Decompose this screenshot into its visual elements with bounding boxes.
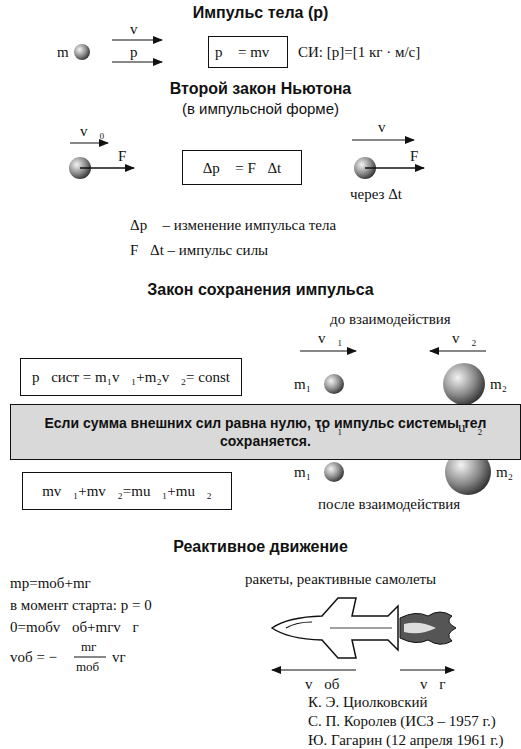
velocity-arrow bbox=[70, 142, 108, 143]
velocity-arrow bbox=[352, 139, 414, 140]
body-ball bbox=[324, 462, 344, 482]
velocity-arrow bbox=[400, 669, 454, 670]
application-text: ракеты, реактивные самолеты bbox=[245, 570, 436, 588]
section-subheading: (в импульсной форме) bbox=[0, 100, 521, 118]
force-arrow bbox=[365, 167, 424, 168]
body-ball bbox=[443, 363, 485, 405]
vector-label: v⃗₁ bbox=[318, 329, 342, 347]
mass-label: m₂ bbox=[496, 463, 513, 481]
definition-text: Δp⃗ – изменение импульса тела bbox=[130, 216, 336, 234]
section-heading: Второй закон Ньютона bbox=[0, 80, 521, 98]
box-text: Δp⃗ = F⃗Δt bbox=[203, 159, 282, 177]
box-text: mv⃗₁+mv⃗₂=mu⃗₁+mu⃗₂ bbox=[42, 482, 212, 500]
formula-text: vг bbox=[112, 648, 126, 666]
section-heading: Закон сохранения импульса bbox=[0, 281, 521, 299]
fraction-numerator: mг bbox=[81, 638, 96, 656]
mass-label: m₁ bbox=[294, 463, 311, 481]
formula-box: Δp⃗ = F⃗Δt bbox=[182, 150, 302, 185]
mass-label: m bbox=[57, 43, 69, 61]
formula-text: в момент старта: p = 0 bbox=[10, 596, 152, 614]
velocity-arrow bbox=[272, 669, 356, 670]
velocity-arrow bbox=[112, 39, 162, 40]
velocity-arrow bbox=[430, 350, 486, 351]
force-arrow bbox=[80, 167, 134, 168]
vector-label: p⃗ bbox=[130, 43, 149, 61]
rocket-flame-core bbox=[404, 623, 436, 634]
vector-label: v⃗г bbox=[420, 675, 445, 693]
section-heading: Импульс тела (p) bbox=[0, 4, 521, 22]
formula-text: 0=mобv⃗об+mгv⃗г bbox=[10, 618, 139, 636]
rocket-line bbox=[330, 628, 392, 629]
formula-box: p⃗ = mv⃗ bbox=[208, 36, 288, 68]
formula-box: p⃗сист = m₁v⃗₁+m₂v⃗₂= const bbox=[20, 358, 242, 396]
mass-label: m₂ bbox=[490, 375, 507, 393]
velocity-arrow bbox=[300, 350, 356, 351]
body-ball bbox=[324, 374, 344, 394]
vector-label: v⃗₂ bbox=[452, 329, 476, 347]
name-text: С. П. Королев (ИСЗ – 1957 г.) bbox=[308, 712, 496, 730]
name-text: К. Э. Циолковский bbox=[308, 693, 428, 711]
time-note: через Δt bbox=[350, 185, 402, 203]
vector-label: v⃗ bbox=[130, 20, 149, 38]
rocket-window bbox=[286, 622, 312, 628]
definition-text: F⃗Δt – импульс силы bbox=[130, 241, 268, 259]
section-heading: Реактивное движение bbox=[0, 538, 521, 556]
vector-label: u⃗₁ bbox=[318, 418, 342, 436]
box-text: p⃗ = mv⃗ bbox=[215, 43, 281, 61]
box-text: p⃗сист = m₁v⃗₁+m₂v⃗₂= const bbox=[32, 368, 230, 386]
mass-label: m₁ bbox=[294, 375, 311, 393]
vector-label: F⃗ bbox=[118, 147, 138, 165]
state-caption: до взаимодействия bbox=[330, 310, 451, 328]
vector-label: u⃗₂ bbox=[458, 418, 482, 436]
rocket-flame bbox=[400, 612, 456, 644]
vector-label: v⃗об bbox=[305, 675, 339, 693]
law-statement-box: Если сумма внешних сил равна нулю, то им… bbox=[10, 404, 521, 460]
fraction-denominator: mоб bbox=[76, 658, 99, 676]
vector-label: v⃗ bbox=[378, 118, 397, 136]
fraction-bar bbox=[74, 657, 106, 658]
box-text: Если сумма внешних сил равна нулю, то им… bbox=[17, 414, 514, 450]
formula-text: mр=mоб+mг bbox=[10, 574, 91, 592]
vector-label: F⃗ bbox=[410, 147, 430, 165]
state-caption: после взаимодействия bbox=[318, 495, 460, 513]
rocket-body bbox=[272, 598, 398, 658]
formula-box: mv⃗₁+mv⃗₂=mu⃗₁+mu⃗₂ bbox=[22, 472, 232, 510]
unit-note: СИ: [p]=[1 кг · м/с] bbox=[298, 43, 420, 61]
name-text: Ю. Гагарин (12 апреля 1961 г.) bbox=[308, 731, 503, 749]
momentum-arrow bbox=[112, 61, 162, 62]
body-ball bbox=[74, 44, 90, 60]
formula-text: vоб = − bbox=[10, 648, 57, 666]
vector-label: v⃗₀ bbox=[80, 122, 104, 140]
